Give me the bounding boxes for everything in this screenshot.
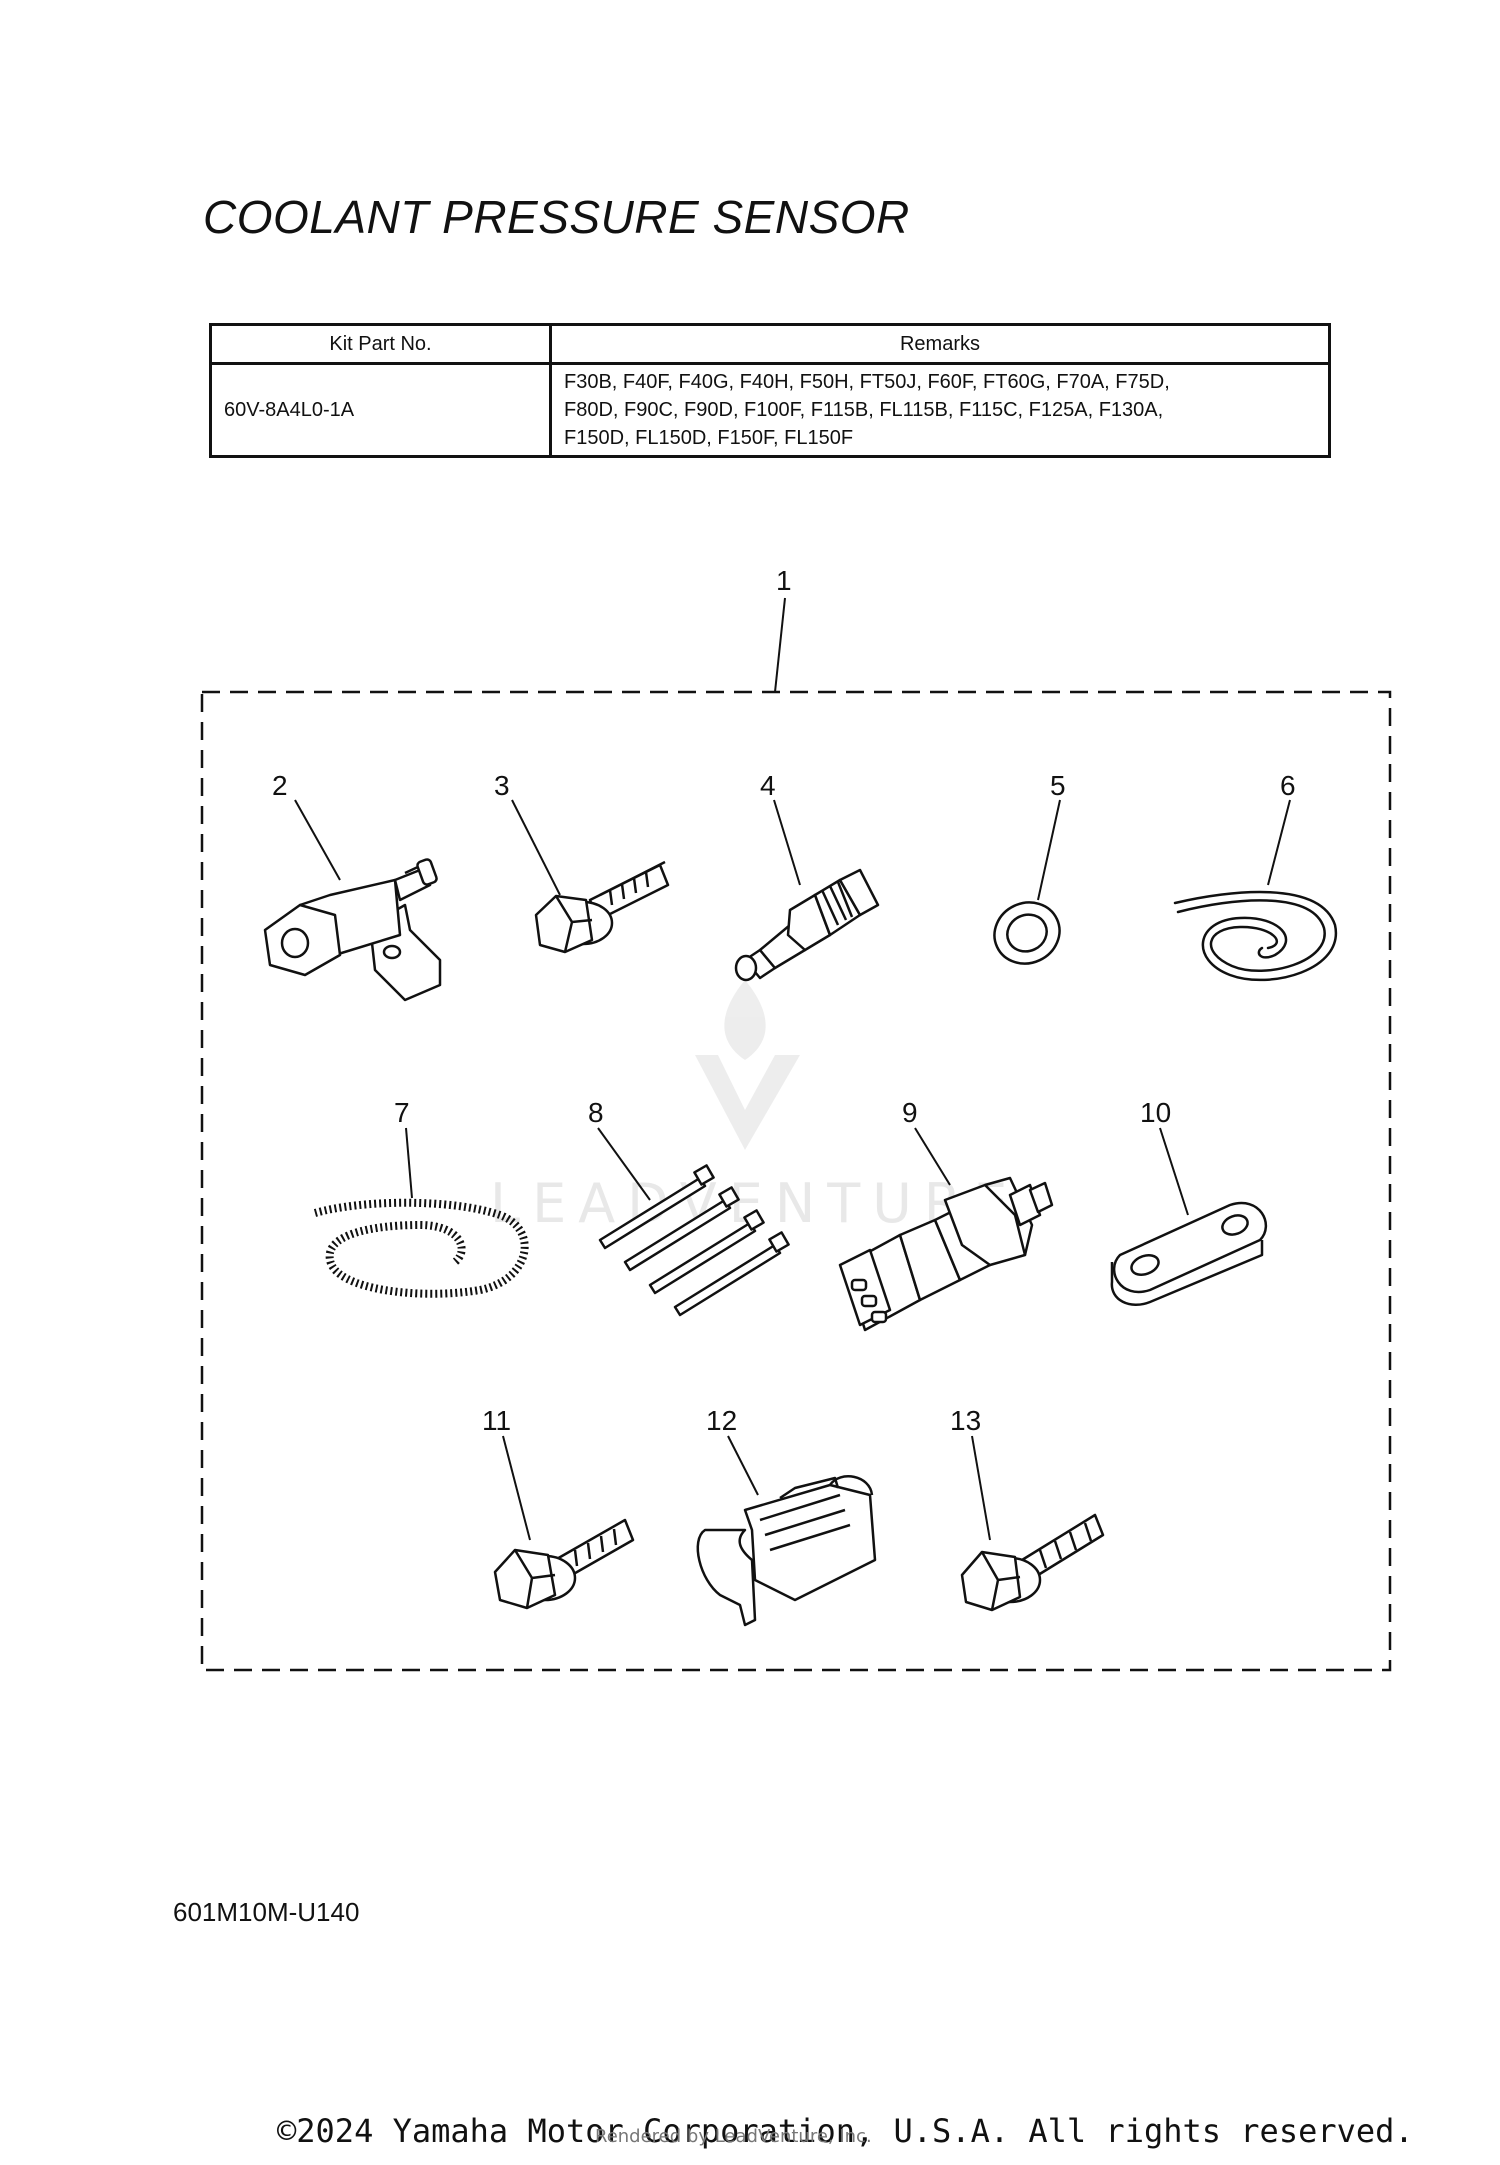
column-header-kit-part-no: Kit Part No. — [209, 323, 552, 365]
kit-table: Kit Part No. Remarks 60V-8A4L0-1A F30B, … — [209, 323, 1331, 458]
table-header-row: Kit Part No. Remarks — [209, 323, 1331, 365]
leader-line — [1159, 1127, 1189, 1216]
callout-8: 8 — [588, 1097, 604, 1128]
bracket-plate-part — [1110, 1201, 1268, 1307]
callout-12: 12 — [706, 1405, 737, 1436]
leader-line — [774, 597, 786, 693]
leader-line — [502, 1435, 531, 1541]
corrugated-tube-part — [313, 1198, 529, 1298]
hose-clamp-clip-part — [696, 1475, 877, 1627]
kit-boundary — [200, 690, 1392, 1672]
leader-line — [294, 799, 341, 881]
diagram-code: 601M10M-U140 — [173, 1897, 360, 1927]
callout-11: 11 — [482, 1405, 511, 1436]
flange-bolt-part — [534, 860, 670, 954]
callout-1: 1 — [776, 565, 792, 596]
leader-line — [597, 1127, 651, 1201]
leader-line — [727, 1435, 759, 1496]
coolant-pressure-sensor-part — [838, 1176, 1054, 1332]
leader-line — [971, 1435, 991, 1541]
gasket-part — [993, 901, 1061, 965]
leader-line — [1037, 799, 1061, 901]
page-title: COOLANT PRESSURE SENSOR — [203, 191, 910, 243]
table-row: 60V-8A4L0-1A F30B, F40F, F40G, F40H, F50… — [209, 362, 1331, 458]
callout-3: 3 — [494, 770, 510, 801]
callout-13: 13 — [950, 1405, 981, 1436]
tapping-screw-part — [960, 1513, 1105, 1612]
callout-10: 10 — [1140, 1097, 1171, 1128]
leader-line — [511, 799, 561, 896]
remarks-line: F150D, FL150D, F150F, FL150F — [564, 427, 854, 449]
column-header-remarks: Remarks — [549, 323, 1331, 365]
callout-7: 7 — [394, 1097, 410, 1128]
leader-line — [405, 1127, 413, 1199]
coiled-hose-part — [1173, 890, 1338, 982]
cable-ties-part — [598, 1164, 790, 1317]
hose-joint-part — [263, 858, 442, 1002]
leader-line — [773, 799, 801, 886]
remarks-cell: F30B, F40F, F40G, F40H, F50H, FT50J, F60… — [549, 362, 1331, 458]
rendered-by-note: Rendered by LeadVenture, Inc. — [595, 2126, 872, 2147]
watermark-logo: LEADVENTURE — [490, 980, 1007, 1235]
sensor-fitting-part — [734, 868, 880, 982]
callout-4: 4 — [760, 770, 776, 801]
leader-line — [1267, 799, 1291, 886]
callout-6: 6 — [1280, 770, 1296, 801]
copyright-notice: ©2024 Yamaha Motor Corporation, U.S.A. A… — [277, 2112, 1414, 2150]
leader-line — [914, 1127, 951, 1186]
remarks-line: F80D, F90C, F90D, F100F, F115B, FL115B, … — [564, 399, 1164, 421]
callout-9: 9 — [902, 1097, 918, 1128]
kit-part-number: 60V-8A4L0-1A — [209, 362, 552, 458]
callout-5: 5 — [1050, 770, 1066, 801]
callout-2: 2 — [272, 770, 288, 801]
flange-bolt-part — [493, 1518, 635, 1610]
remarks-line: F30B, F40F, F40G, F40H, F50H, FT50J, F60… — [564, 371, 1170, 393]
